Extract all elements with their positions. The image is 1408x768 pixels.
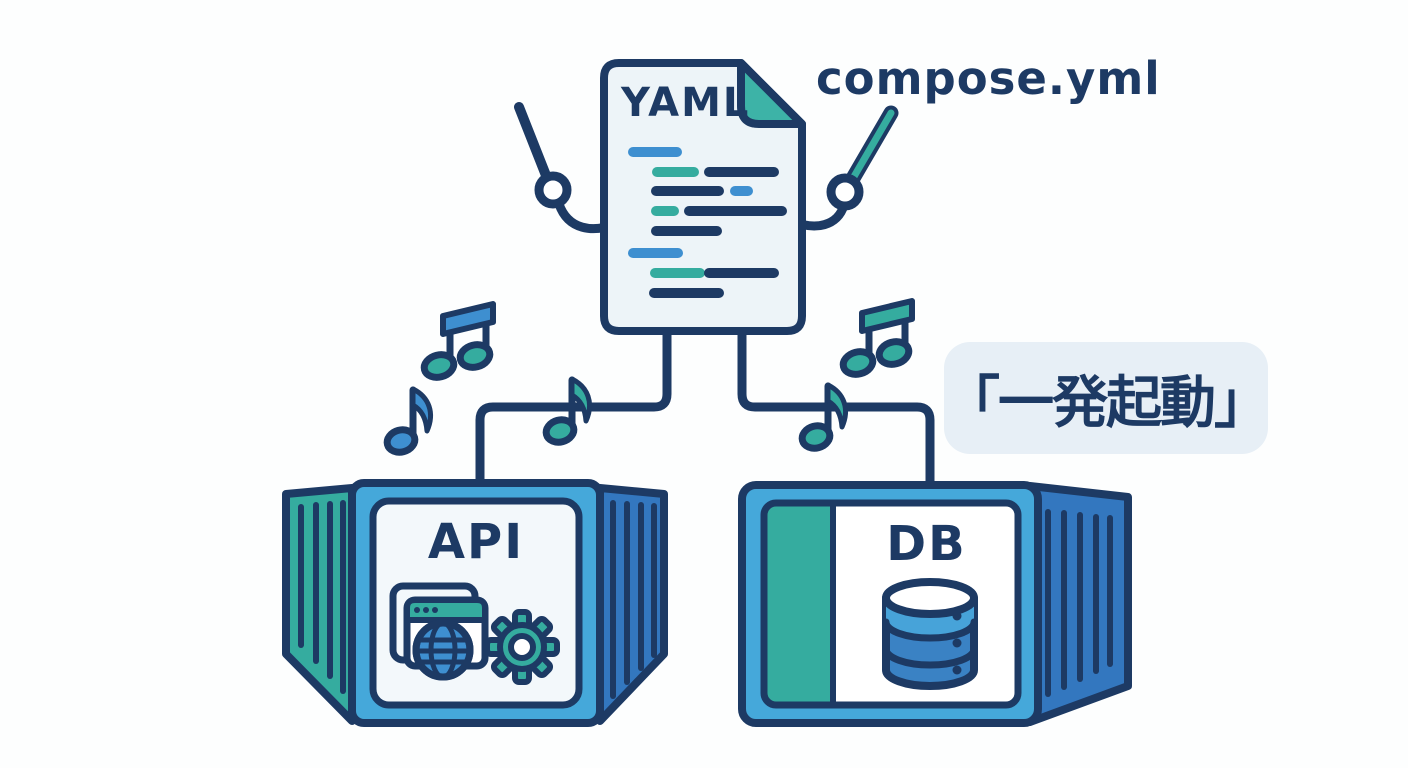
folded-corner-icon <box>737 59 806 128</box>
api-container-icon <box>282 479 668 727</box>
yaml-code-lines <box>628 147 787 298</box>
music-note-single-midleft-icon <box>542 376 592 446</box>
database-cylinder-icon <box>882 578 978 690</box>
gear-icon <box>484 609 560 685</box>
conductor-right-arm <box>788 105 899 231</box>
filename-label: compose.yml <box>816 52 1161 105</box>
music-note-beamed-left-icon <box>420 301 496 381</box>
api-container-left-ridges <box>298 500 346 694</box>
db-container-ridges <box>1045 509 1113 697</box>
yaml-doc-title: YAML <box>621 80 751 126</box>
globe-icon <box>412 619 474 681</box>
db-container-label: DB <box>886 516 967 572</box>
baton-left-icon <box>514 102 552 183</box>
api-container-label: API <box>427 514 525 570</box>
startup-badge-text: 「一発起動」 <box>944 370 1270 436</box>
music-note-beamed-right-icon <box>839 298 915 378</box>
api-container-right-ridges <box>610 500 657 699</box>
music-note-single-right-icon <box>798 382 848 452</box>
music-note-single-left-icon <box>383 386 433 456</box>
right-hand-icon <box>826 173 864 211</box>
startup-badge: 「一発起動」 <box>944 342 1270 454</box>
db-container-icon <box>738 481 1132 727</box>
db-card-teal-strip <box>764 503 833 705</box>
yaml-document-icon <box>600 59 806 335</box>
baton-right-icon <box>844 105 899 188</box>
left-hand-icon <box>534 171 572 209</box>
